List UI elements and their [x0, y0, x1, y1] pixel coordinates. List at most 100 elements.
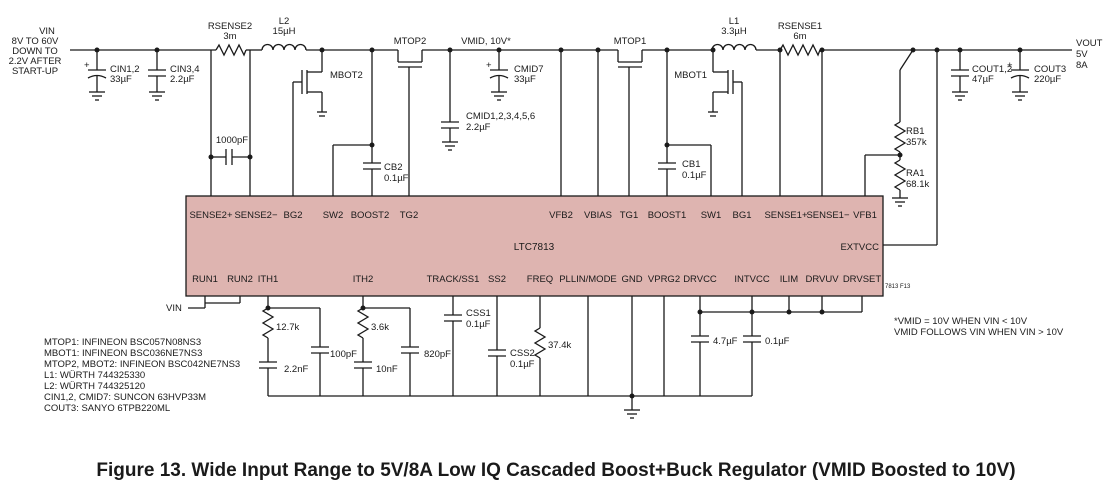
pin-track-ss1: TRACK/SS1 [427, 274, 480, 285]
c0u1-value: 0.1µF [765, 336, 790, 347]
r3k6-value: 3.6k [371, 322, 389, 333]
pin-run2: RUN2 [227, 274, 253, 285]
cmid16-value: 2.2µF [466, 122, 491, 133]
cin12-plus: + [84, 60, 90, 71]
bom-line: L2: WÜRTH 744325120 [44, 381, 145, 392]
l2-name: L2 [279, 16, 290, 27]
rsense2-resistor [215, 43, 247, 57]
vfb2-vbias-wires [560, 50, 599, 196]
figure-caption: Figure 13. Wide Input Range to 5V/8A Low… [96, 460, 1015, 481]
cmid7-plus: + [486, 60, 492, 71]
boost1-sw1-wires [658, 50, 712, 196]
cmid16-capacitor [441, 50, 459, 151]
ltc7813-ic [185, 195, 884, 297]
vin-range-3: 2.2V AFTER [9, 56, 62, 67]
pin-pllin: PLLIN/MODE [559, 274, 617, 285]
vmid-label: VMID, 10V* [461, 36, 511, 47]
cb2-name: CB2 [384, 162, 402, 173]
pin-intvcc: INTVCC [734, 274, 770, 285]
r37k4-value: 37.4k [548, 340, 571, 351]
top-pin-labels: SENSE2+ SENSE2− BG2 SW2 BOOST2 TG2 VFB2 … [189, 210, 879, 253]
mbot1-mosfet [708, 50, 743, 196]
pin-ss2: SS2 [488, 274, 506, 285]
notes: *VMID = 10V WHEN VIN < 10V VMID FOLLOWS … [894, 316, 1064, 338]
cout12-value: 47µF [972, 74, 994, 85]
mbot2-mosfet [292, 50, 327, 196]
ith2-network [354, 296, 419, 396]
run-vin-label: VIN [166, 303, 182, 314]
pin-boost2: BOOST2 [351, 210, 390, 221]
rsense1-value: 6m [793, 31, 806, 42]
l2-value: 15µH [273, 26, 296, 37]
pin-vfb2: VFB2 [549, 210, 573, 221]
cb1-value: 0.1µF [682, 170, 707, 181]
bom-line: MTOP2, MBOT2: INFINEON BSC042NE7NS3 [44, 359, 240, 370]
pin-sw2: SW2 [323, 210, 344, 221]
rsense1-name: RSENSE1 [778, 21, 822, 32]
pin-run1: RUN1 [192, 274, 218, 285]
mtop1-mosfet [617, 50, 643, 196]
pin-ith2: ITH2 [353, 274, 374, 285]
rsense2-name: RSENSE2 [208, 21, 252, 32]
css1-name: CSS1 [466, 308, 491, 319]
l1-inductor [711, 43, 757, 51]
c820pf-value: 820pF [424, 349, 451, 360]
r12k7-value: 12.7k [276, 322, 299, 333]
pin-tg2: TG2 [400, 210, 418, 221]
pin-ilim: ILIM [780, 274, 799, 285]
cout12-name: COUT1,2 [972, 64, 1012, 75]
pin-gnd: GND [621, 274, 642, 285]
pin-sense2n: SENSE2− [234, 210, 277, 221]
pin-sw1: SW1 [701, 210, 722, 221]
vin-label-group: VIN 8V TO 60V DOWN TO 2.2V AFTER START-U… [9, 26, 62, 77]
bom-line: L1: WÜRTH 744325330 [44, 370, 145, 381]
css2-value: 0.1µF [510, 359, 535, 370]
pin-drvset: DRVSET [843, 274, 882, 285]
figure-code: 7813 F13 [885, 284, 911, 290]
note-line: VMID FOLLOWS VIN WHEN VIN > 10V [894, 327, 1064, 338]
cin34-name: CIN3,4 [170, 64, 200, 75]
note-line: *VMID = 10V WHEN VIN < 10V [894, 316, 1028, 327]
bom-list: MTOP1: INFINEON BSC057N08NS3 MBOT1: INFI… [44, 337, 240, 414]
sw2-boost2-wires [332, 50, 381, 196]
l2-inductor [261, 43, 307, 51]
rsense2-value: 3m [223, 31, 236, 42]
ra1-value: 68.1k [906, 179, 929, 190]
bom-line: CIN1,2, CMID7: SUNCON 63HVP33M [44, 392, 206, 403]
ith1-network [259, 296, 329, 396]
mtop2-mosfet [397, 50, 423, 196]
l1-value: 3.3µH [721, 26, 747, 37]
pin-tg1: TG1 [620, 210, 638, 221]
pin-drvuv: DRVUV [805, 274, 839, 285]
pin-bg1: BG1 [732, 210, 751, 221]
c4u7-value: 4.7µF [713, 336, 738, 347]
vin-range-4: START-UP [12, 66, 58, 77]
mtop1-label: MTOP1 [614, 36, 647, 47]
pin-sense1p: SENSE1+ [764, 210, 807, 221]
cout12-capacitor [951, 50, 969, 101]
pin-sense1n: SENSE1− [806, 210, 849, 221]
cout3-name: COUT3 [1034, 64, 1066, 75]
cin12-capacitor [87, 50, 107, 101]
mtop2-label: MTOP2 [394, 36, 427, 47]
run-wires [188, 296, 241, 309]
css1-value: 0.1µF [466, 319, 491, 330]
cmid16-name: CMID1,2,3,4,5,6 [466, 111, 535, 122]
pin-freq: FREQ [527, 274, 553, 285]
rb1-value: 357k [906, 137, 927, 148]
bom-line: MTOP1: INFINEON BSC057N08NS3 [44, 337, 201, 348]
rsense1-resistor [779, 43, 821, 57]
cmid7-capacitor [489, 50, 509, 101]
pin-vprg2: VPRG2 [648, 274, 680, 285]
bottom-pin-labels: RUN1 RUN2 ITH1 ITH2 TRACK/SS1 SS2 FREQ P… [192, 274, 881, 285]
cb1-name: CB1 [682, 159, 700, 170]
chip-name: LTC7813 [514, 242, 555, 253]
pin-extvcc: EXTVCC [840, 242, 879, 253]
cout3-capacitor [1010, 50, 1030, 101]
vout-current: 8A [1076, 60, 1088, 71]
mbot1-label: MBOT1 [674, 70, 707, 81]
freq-resistor [533, 296, 547, 396]
cin12-name: CIN1,2 [110, 64, 140, 75]
ra1-name: RA1 [906, 168, 924, 179]
